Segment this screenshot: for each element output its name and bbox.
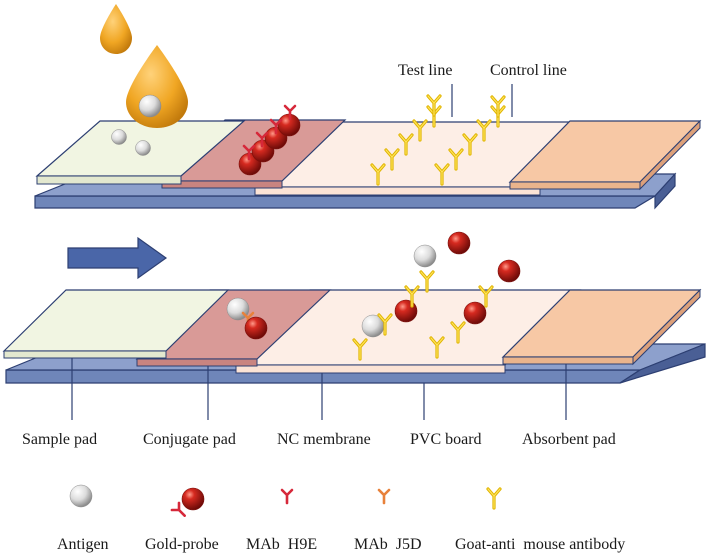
- legend-mab-h9e-label: MAb H9E: [246, 536, 317, 553]
- legend-antigen-label: Antigen: [57, 536, 109, 553]
- top-strip: Test line Control line: [34, 4, 702, 210]
- legend-mab-j5d-icon: [377, 488, 391, 505]
- top-pvc-board: [34, 195, 658, 209]
- test-line-label: Test line: [398, 62, 452, 79]
- pvc-board-label: PVC board: [410, 431, 482, 448]
- drop-large: [126, 45, 188, 128]
- legend-goat-anti-label: Goat-anti mouse antibody: [455, 536, 625, 553]
- legend-gold-probe-icon: [170, 487, 205, 521]
- antigen-sample-2: [135, 140, 151, 156]
- legend: Antigen Gold-probe MAb H9E MAb J5D Goat-…: [57, 484, 625, 553]
- antigen-sample-1: [111, 129, 127, 145]
- legend-mab-j5d-label: MAb J5D: [354, 536, 422, 553]
- drop-small: [100, 4, 132, 54]
- legend-mab-h9e-icon: [280, 488, 294, 505]
- legend-goat-anti-icon: [486, 487, 502, 510]
- antigen-in-drop: [138, 94, 162, 118]
- nc-membrane-label: NC membrane: [277, 431, 371, 448]
- flow-arrow: [67, 236, 168, 280]
- bottom-strip: [2, 231, 706, 420]
- absorbent-pad-label: Absorbent pad: [522, 431, 616, 448]
- legend-antigen-icon: [69, 484, 93, 508]
- control-line-label: Control line: [490, 62, 567, 79]
- legend-gold-probe-label: Gold-probe: [145, 536, 219, 553]
- sample-pad-label: Sample pad: [22, 431, 97, 448]
- conjugate-pad-label: Conjugate pad: [143, 431, 236, 448]
